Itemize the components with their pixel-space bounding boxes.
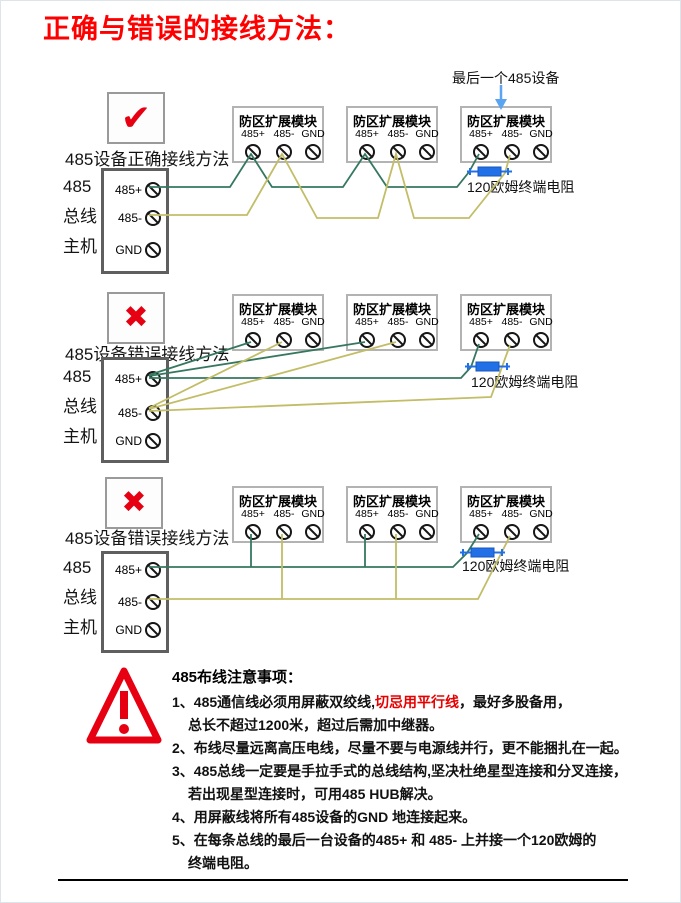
screw-icon bbox=[145, 433, 161, 449]
screw-icon bbox=[533, 332, 549, 348]
screw-icon bbox=[504, 144, 520, 160]
expansion-module-2-1: 防区扩展模块 485+ 485- GND bbox=[232, 294, 325, 351]
screw-icon bbox=[473, 332, 489, 348]
screw-icon bbox=[145, 405, 161, 421]
screw-icon bbox=[533, 524, 549, 540]
note-line: 1、485通信线必须用屏蔽双绞线,切忌用平行线，最好多股备用， bbox=[172, 694, 572, 710]
host3-side-label: 485 总线 主机 bbox=[63, 558, 97, 637]
screw-icon bbox=[473, 144, 489, 160]
screw-icon bbox=[245, 524, 261, 540]
last-device-label: 最后一个485设备 bbox=[452, 70, 560, 86]
note-line: 若出现星型连接时，可用485 HUB解决。 bbox=[188, 786, 442, 802]
screw-icon bbox=[419, 524, 435, 540]
resistor-label-3: 120欧姆终端电阻 bbox=[462, 558, 570, 574]
screw-icon bbox=[359, 524, 375, 540]
expansion-module-3-3: 防区扩展模块 485+ 485- GND bbox=[460, 486, 553, 543]
screw-icon bbox=[245, 332, 261, 348]
note-line: 2、布线尽量远离高压电线，尽量不要与电源线并行，更不能捆扎在一起。 bbox=[172, 740, 628, 756]
screw-icon bbox=[359, 144, 375, 160]
resistor-label-1: 120欧姆终端电阻 bbox=[467, 179, 575, 195]
terminal-resistor-icon bbox=[467, 166, 512, 177]
screw-icon bbox=[473, 524, 489, 540]
screw-icon bbox=[390, 524, 406, 540]
screw-icon bbox=[419, 332, 435, 348]
screw-icon bbox=[145, 371, 161, 387]
screw-icon bbox=[305, 524, 321, 540]
screw-icon bbox=[276, 144, 292, 160]
diagram1-caption: 485设备正确接线方法 bbox=[65, 150, 230, 169]
expansion-module-2-2: 防区扩展模块 485+ 485- GND bbox=[346, 294, 439, 351]
screw-icon bbox=[305, 144, 321, 160]
screw-icon bbox=[390, 144, 406, 160]
screw-icon bbox=[145, 622, 161, 638]
host-box-3: 485+ 485- GND bbox=[101, 551, 169, 653]
screw-icon bbox=[145, 562, 161, 578]
host1-side-label: 485 总线 主机 bbox=[63, 177, 97, 256]
screw-icon bbox=[276, 332, 292, 348]
screw-icon bbox=[276, 524, 292, 540]
host1-485m-label: 485- bbox=[117, 211, 142, 225]
expansion-module-3-1: 防区扩展模块 485+ 485- GND bbox=[232, 486, 325, 543]
host-box-1: 485+ 485- GND bbox=[101, 168, 169, 274]
check-icon: ✔ bbox=[120, 97, 152, 138]
screw-icon bbox=[419, 144, 435, 160]
expansion-module-3-2: 防区扩展模块 485+ 485- GND bbox=[346, 486, 439, 543]
note-line: 3、485总线一定要是手拉手式的总线结构,坚决杜绝星型连接和分叉连接， bbox=[172, 763, 628, 779]
correct-mark-box: ✔ bbox=[107, 92, 165, 144]
screw-icon bbox=[305, 332, 321, 348]
expansion-module-1-1: 防区扩展模块 485+ 485- GND bbox=[232, 106, 325, 163]
terminal-resistor-icon bbox=[465, 361, 510, 372]
notes-heading: 485布线注意事项： bbox=[172, 669, 303, 686]
screw-icon bbox=[504, 332, 520, 348]
cross-icon: ✖ bbox=[123, 301, 149, 334]
screw-icon bbox=[533, 144, 549, 160]
expansion-module-1-3: 防区扩展模块 485+ 485- GND bbox=[460, 106, 553, 163]
note-line: 总长不超过1200米，超过后需加中继器。 bbox=[188, 717, 444, 733]
wrong-mark-box-1: ✖ bbox=[107, 292, 165, 344]
expansion-module-2-3: 防区扩展模块 485+ 485- GND bbox=[460, 294, 553, 351]
note-line: 5、在每条总线的最后一台设备的485+ 和 485- 上并接一个120欧姆的 bbox=[172, 832, 597, 848]
warning-icon bbox=[86, 667, 162, 744]
note-line: 4、用屏蔽线将所有485设备的GND 地连接起来。 bbox=[172, 809, 477, 825]
page-title: 正确与错误的接线方法： bbox=[43, 14, 351, 44]
warning-text: 切忌用平行线 bbox=[375, 694, 460, 710]
cross-icon: ✖ bbox=[121, 486, 147, 519]
host1-gnd-label: GND bbox=[115, 243, 142, 257]
screw-icon bbox=[145, 242, 161, 258]
screw-icon bbox=[145, 594, 161, 610]
host2-side-label: 485 总线 主机 bbox=[63, 367, 97, 446]
diagram3-caption: 485设备错误接线方法 bbox=[65, 529, 230, 548]
screw-icon bbox=[390, 332, 406, 348]
resistor-label-2: 120欧姆终端电阻 bbox=[471, 374, 579, 390]
screw-icon bbox=[504, 524, 520, 540]
notes-list: 1、485通信线必须用屏蔽双绞线,切忌用平行线，最好多股备用， 总长不超过120… bbox=[172, 691, 628, 875]
expansion-module-1-2: 防区扩展模块 485+ 485- GND bbox=[346, 106, 439, 163]
host-box-2: 485+ 485- GND bbox=[101, 357, 169, 463]
host1-485p-label: 485+ bbox=[114, 183, 142, 197]
screw-icon bbox=[145, 210, 161, 226]
note-line: 终端电阻。 bbox=[188, 855, 258, 871]
screw-icon bbox=[245, 144, 261, 160]
screw-icon bbox=[145, 182, 161, 198]
wrong-mark-box-2: ✖ bbox=[105, 477, 163, 529]
bottom-divider bbox=[58, 879, 628, 881]
screw-icon bbox=[359, 332, 375, 348]
